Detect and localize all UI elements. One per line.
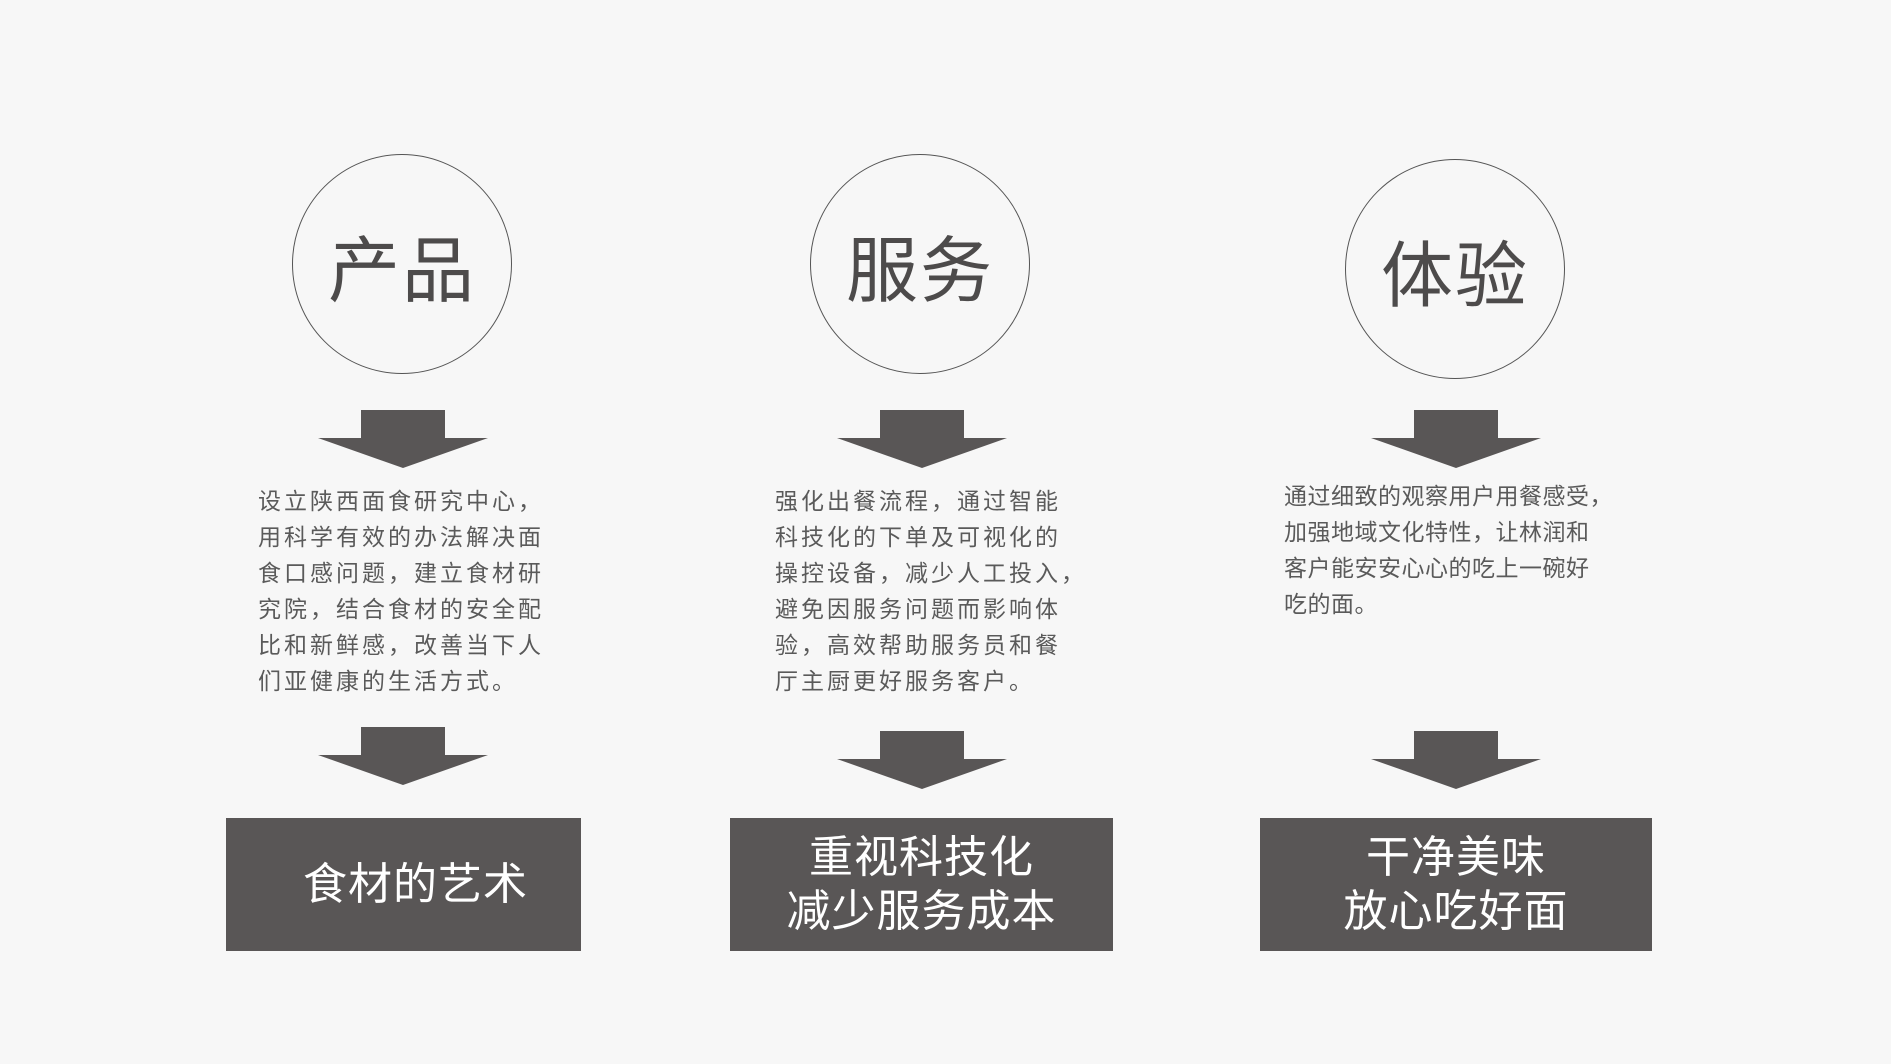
result-text: 干净美味 放心吃好面 <box>1343 831 1569 937</box>
circle-title: 服务 <box>845 228 994 313</box>
circle-product: 产品 <box>292 154 512 374</box>
circle-title: 体验 <box>1380 233 1529 318</box>
circle-title: 产品 <box>327 228 476 313</box>
circle-service: 服务 <box>810 154 1030 374</box>
description-experience: 通过细致的观察用户用餐感受， 加强地域文化特性，让林润和 客户能安安心心的吃上一… <box>1284 484 1613 618</box>
description-service: 强化出餐流程，通过智能 科技化的下单及可视化的 操控设备，减少人工投入， 避免因… <box>775 489 1087 695</box>
result-box-experience: 干净美味 放心吃好面 <box>1260 818 1652 951</box>
down-arrow-icon <box>837 410 1007 468</box>
down-arrow-icon <box>318 410 488 468</box>
result-box-service: 重视科技化 减少服务成本 <box>730 818 1113 951</box>
description-product: 设立陕西面食研究中心， 用科学有效的办法解决面 食口感问题，建立食材研 究院，结… <box>258 489 544 695</box>
down-arrow-icon <box>837 731 1007 789</box>
down-arrow-icon <box>1371 731 1541 789</box>
down-arrow-icon <box>318 727 488 785</box>
result-box-product: 食材的艺术 <box>226 818 581 951</box>
down-arrow-icon <box>1371 410 1541 468</box>
result-text: 食材的艺术 <box>303 858 528 910</box>
result-text: 重视科技化 减少服务成本 <box>786 831 1057 937</box>
circle-experience: 体验 <box>1345 159 1565 379</box>
